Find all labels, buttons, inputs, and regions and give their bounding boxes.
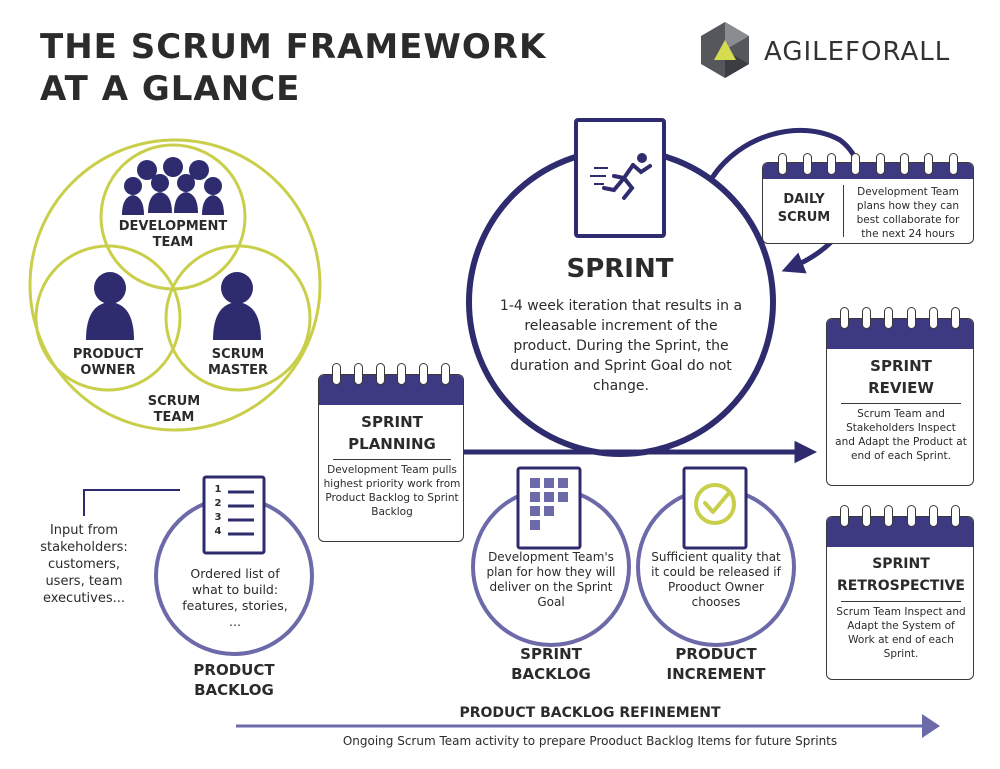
input-connector-line [83,489,180,516]
refinement-arrowhead [922,714,940,738]
product-backlog-list-icon [202,475,266,555]
sprint-retrospective-card: SPRINT RETROSPECTIVE Scrum Team Inspect … [826,505,974,680]
sprint-planning-card: SPRINT PLANNING Development Team pulls h… [318,363,464,542]
refinement-title: PRODUCT BACKLOG REFINEMENT [459,705,721,721]
calendar-header [827,517,973,547]
sprint-description: 1-4 week iteration that results in a rel… [499,298,743,394]
brand-name: AGILEFORALL [764,37,951,67]
product-increment-title: PRODUCT INCREMENT [666,645,766,683]
divider [333,459,451,460]
sprint-backlog-title: SPRINT BACKLOG [511,645,591,683]
development-team-label: DEVELOPMENT TEAM [118,219,228,250]
daily-scrum-title: DAILY SCRUM [777,192,831,225]
list-number: 1 [214,484,222,495]
product-backlog-title: PRODUCT BACKLOG [193,661,275,699]
calendar-header [763,163,973,179]
calendar-rings [763,153,973,175]
backlog-list-numbers: 1 2 3 4 [210,483,226,539]
calendar-header [827,319,973,349]
product-owner-label: PRODUCT OWNER [72,347,144,378]
product-owner-person-icon [86,272,134,340]
scrum-team-circles [28,138,322,432]
calendar-rings [827,307,973,329]
sprint-retrospective-title: SPRINT RETROSPECTIVE [837,556,965,594]
list-number: 2 [214,498,222,509]
title-line-2: AT A GLANCE [40,69,301,109]
sprint-review-card: SPRINT REVIEW Scrum Team and Stakeholder… [826,307,974,486]
sprint-retrospective-description: Scrum Team Inspect and Adapt the System … [836,606,966,660]
title-line-1: THE SCRUM FRAMEWORK [40,27,547,67]
daily-scrum-description: Development Team plans how they can best… [856,186,960,240]
sprint-planning-description: Development Team pulls highest priority … [323,464,461,518]
calendar-rings [827,505,973,527]
sprint-title: SPRINT [566,254,674,284]
daily-scrum-card: DAILY SCRUM Development Team plans how t… [762,153,974,244]
list-number: 4 [214,526,222,537]
list-number: 3 [214,512,222,523]
sprint-backlog-description: Development Team's plan for how they wil… [486,550,616,609]
scrum-team-label: SCRUM TEAM [147,394,201,425]
scrum-master-label: SCRUM MASTER [207,347,269,378]
agileforall-logo-icon [701,22,749,78]
divider [843,185,844,237]
sprint-review-description: Scrum Team and Stakeholders Inspect and … [835,408,967,462]
sprint-review-title: SPRINT REVIEW [868,357,934,397]
calendar-rings [319,363,463,385]
divider [841,403,961,404]
product-increment-check-icon [682,466,748,550]
development-team-people-icon [122,157,224,215]
product-backlog-description: Ordered list of what to build: features,… [182,566,288,629]
calendar-header [319,375,463,405]
product-increment-description: Sufficient quality that it could be rele… [651,550,781,609]
scrum-master-person-icon [213,272,261,340]
sprint-planning-title: SPRINT PLANNING [348,413,436,453]
divider [841,601,961,602]
stakeholder-input-note: Input from stakeholders: customers, user… [40,523,128,606]
sprint-backlog-grid-icon [516,466,582,550]
runner-icon [590,153,652,200]
page-title: THE SCRUM FRAMEWORK AT A GLANCE [40,26,600,110]
refinement-description: Ongoing Scrum Team activity to prepare P… [342,734,838,748]
